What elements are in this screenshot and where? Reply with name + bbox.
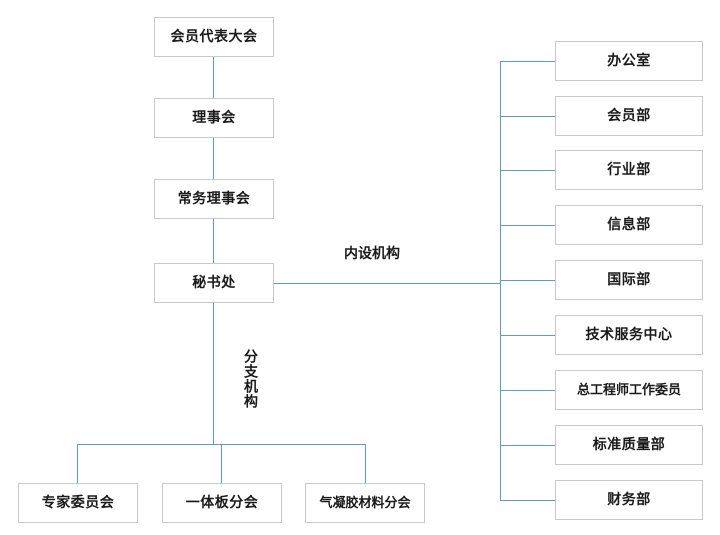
node-label: 技术服务中心 <box>585 327 673 343</box>
connector-dept-stub-6 <box>500 335 555 336</box>
connector-dept-stub-1 <box>500 61 555 62</box>
node-label: 常务理事会 <box>177 191 251 207</box>
connector-secretariat-to-dept-trunk <box>274 283 501 284</box>
label-branch-organizations: 分支机构 <box>240 349 258 409</box>
node-label: 总工程师工作委员 <box>576 382 681 398</box>
connector-secretariat-to-branch-bus <box>213 303 214 444</box>
node-label: 理事会 <box>192 110 236 126</box>
node-council[interactable]: 理事会 <box>154 98 274 138</box>
node-label: 标准质量部 <box>592 437 666 453</box>
connector-dept-stub-5 <box>500 280 555 281</box>
connector-dept-stub-9 <box>500 500 555 501</box>
node-membership-dept[interactable]: 会员部 <box>555 96 703 136</box>
node-label: 办公室 <box>607 53 651 69</box>
label-internal-departments: 内设机构 <box>344 246 400 263</box>
connector-dept-stub-3 <box>500 170 555 171</box>
node-label: 国际部 <box>607 272 651 288</box>
node-standing-council[interactable]: 常务理事会 <box>154 179 274 219</box>
node-expert-committee[interactable]: 专家委员会 <box>18 483 138 523</box>
node-finance-dept[interactable]: 财务部 <box>555 480 703 520</box>
node-label: 财务部 <box>607 492 651 508</box>
node-label: 气凝胶材料分会 <box>319 495 411 511</box>
connector-branch-drop-3 <box>365 444 366 483</box>
connector-standing-council-to-secretariat <box>213 219 214 263</box>
node-office[interactable]: 办公室 <box>555 41 703 81</box>
connector-council-to-standing-council <box>213 138 214 179</box>
node-technical-service-center[interactable]: 技术服务中心 <box>555 315 703 355</box>
node-industry-dept[interactable]: 行业部 <box>555 150 703 190</box>
connector-dept-stub-2 <box>500 116 555 117</box>
node-label: 专家委员会 <box>41 495 115 511</box>
node-label: 会员代表大会 <box>170 29 258 45</box>
connector-branch-drop-2 <box>221 444 222 483</box>
connector-dept-stub-4 <box>500 225 555 226</box>
node-aerogel-material-branch[interactable]: 气凝胶材料分会 <box>305 483 425 523</box>
node-label: 信息部 <box>607 217 651 233</box>
node-label: 会员部 <box>607 108 651 124</box>
node-international-dept[interactable]: 国际部 <box>555 260 703 300</box>
node-information-dept[interactable]: 信息部 <box>555 205 703 245</box>
connector-assembly-to-council <box>213 57 214 98</box>
connector-dept-stub-7 <box>500 390 555 391</box>
node-member-assembly[interactable]: 会员代表大会 <box>154 17 274 57</box>
connector-dept-stub-8 <box>500 445 555 446</box>
node-secretariat[interactable]: 秘书处 <box>154 263 274 303</box>
node-label: 行业部 <box>607 162 651 178</box>
node-integrated-board-branch[interactable]: 一体板分会 <box>162 483 282 523</box>
node-label: 秘书处 <box>192 275 236 291</box>
node-label: 一体板分会 <box>185 495 259 511</box>
connector-branch-drop-1 <box>77 444 78 483</box>
node-standards-quality-dept[interactable]: 标准质量部 <box>555 425 703 465</box>
node-chief-engineer-committee[interactable]: 总工程师工作委员 <box>555 370 703 410</box>
